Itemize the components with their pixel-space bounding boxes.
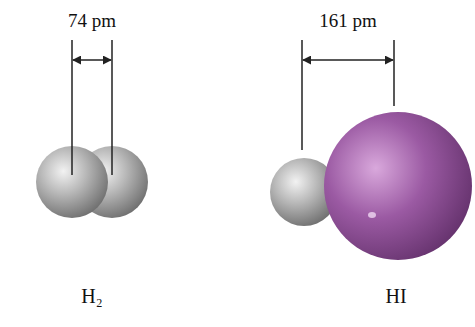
dimension-line <box>303 59 393 61</box>
highlight <box>368 212 376 218</box>
extension-line <box>301 40 303 150</box>
dimension-line <box>73 59 111 61</box>
h2-molecule <box>36 40 148 218</box>
dimension-label: 74 pm <box>68 11 116 30</box>
formula-label: HI <box>385 286 406 306</box>
extension-line <box>111 40 113 175</box>
extension-line <box>71 40 73 175</box>
dimension-label: 161 pm <box>319 11 377 30</box>
extension-line <box>393 40 395 106</box>
hi-molecule <box>270 40 472 260</box>
iodine-atom <box>324 112 472 260</box>
formula-label: H₂ <box>81 286 102 306</box>
